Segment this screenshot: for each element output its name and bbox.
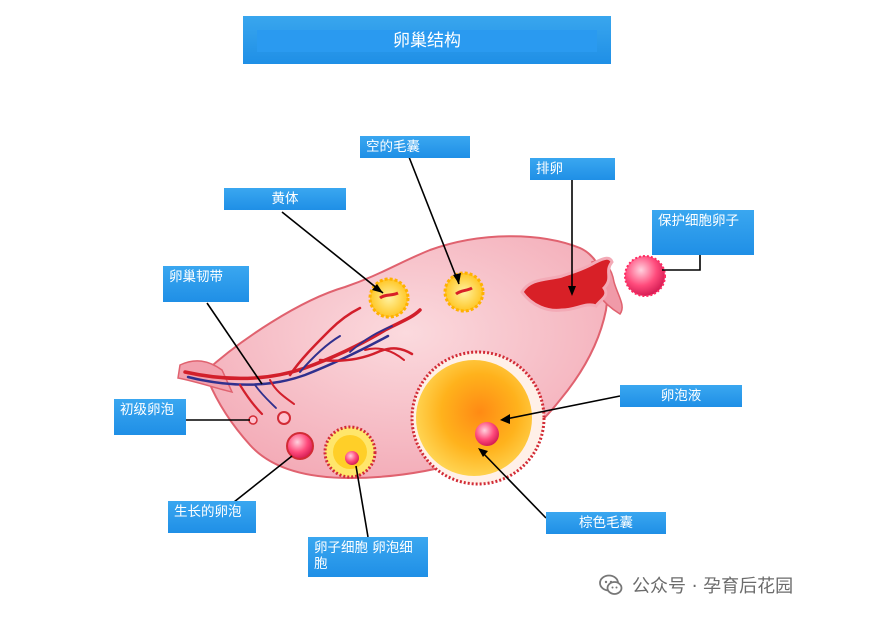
label-follicular-fluid: 卵泡液 <box>620 385 742 407</box>
label-protected-egg: 保护细胞卵子 <box>652 210 754 255</box>
label-primary-follicle: 初级卵泡 <box>114 399 186 435</box>
primary-follicle-a <box>277 411 291 425</box>
empty-follicle <box>443 271 485 313</box>
growing-follicle <box>286 432 314 460</box>
wechat-icon <box>599 574 623 595</box>
label-corpus-luteum: 黄体 <box>224 188 346 210</box>
label-growing-follicle: 生长的卵泡 <box>168 501 256 533</box>
arrowheads <box>372 273 576 457</box>
secondary-follicle <box>323 425 377 479</box>
blood-vessels <box>183 306 422 416</box>
mature-follicle <box>410 350 546 486</box>
label-brown-follicle: 棕色毛囊 <box>546 512 666 534</box>
label-empty-follicle: 空的毛囊 <box>360 136 470 158</box>
label-ligament: 卵巢韧带 <box>163 266 249 302</box>
page-title: 卵巢结构 <box>257 30 597 52</box>
ovary-body <box>203 235 608 480</box>
ovulation-rupture <box>520 256 614 312</box>
watermark: 公众号 · 孕育后花园 <box>598 570 793 600</box>
released-egg <box>624 255 666 297</box>
leader-lines <box>186 156 701 538</box>
label-ovulation: 排卵 <box>530 158 615 180</box>
primary-follicle-b <box>248 415 258 425</box>
title-banner: 卵巢结构 <box>243 16 611 64</box>
watermark-text: 公众号 · 孕育后花园 <box>632 576 794 597</box>
corpus-luteum <box>368 277 410 319</box>
label-egg-cell: 卵子细胞 卵泡细胞 <box>308 537 428 577</box>
